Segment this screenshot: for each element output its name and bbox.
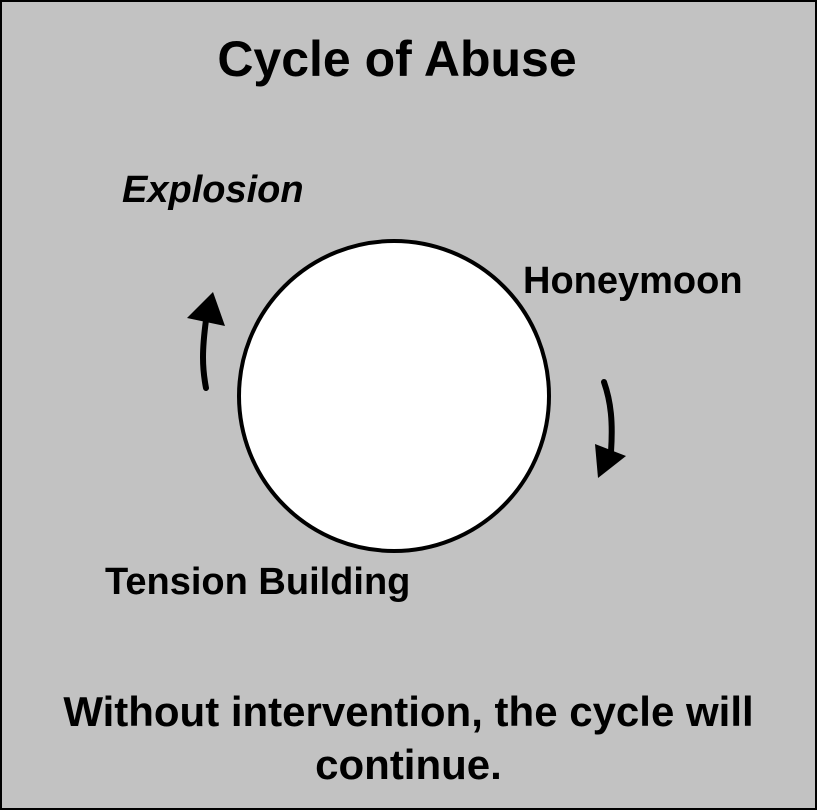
stage-label-tension-building: Tension Building [105,561,411,603]
diagram-title: Cycle of Abuse [217,31,577,87]
stage-label-honeymoon: Honeymoon [523,260,743,302]
stage-label-explosion: Explosion [122,169,304,211]
arrow-down-icon [595,379,626,478]
cycle-circle [237,239,551,553]
arrow-up-icon [187,292,225,391]
footer-caption: Without intervention, the cycle will con… [63,688,754,788]
